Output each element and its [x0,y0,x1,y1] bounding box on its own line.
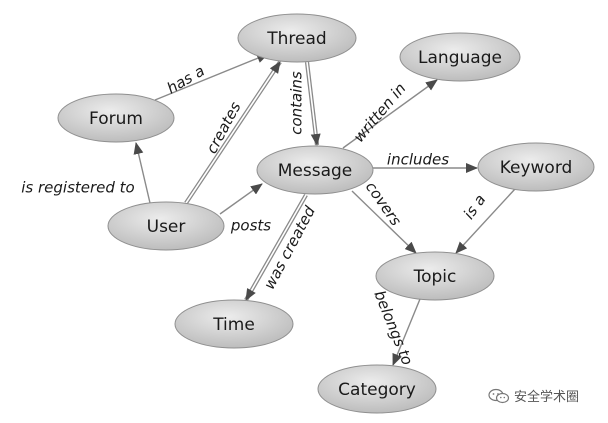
edge-arrow [154,53,269,101]
node-keyword: Keyword [477,142,595,192]
edge-label-thread-message: contains [288,71,306,135]
edge-message-time [244,193,308,302]
edge-label-user-forum: is registered to [21,179,135,197]
node-label-message: Message [278,161,353,181]
edge-line-inner [306,61,318,146]
edge-arrow [133,142,151,204]
edges-layer [133,53,516,366]
node-ellipse [477,142,595,192]
node-message: Message [256,145,374,195]
edge-message-language [342,79,438,149]
node-forum: Forum [57,93,175,143]
node-language: Language [399,32,521,82]
watermark-text: 安全学术圈 [514,390,580,405]
wechat-logo-icon [488,388,510,403]
edge-label-message-keyword: includes [387,151,449,169]
edge-keyword-topic [455,188,516,254]
node-ellipse [317,364,437,414]
edge-label-forum-thread: has a [164,62,208,98]
node-label-forum: Forum [89,109,143,129]
edge-arrow [392,298,421,366]
node-time: Time [174,299,294,349]
edge-thread-message [304,61,321,146]
node-ellipse [256,145,374,195]
node-category: Category [317,364,437,414]
node-ellipse [57,93,175,143]
edge-label-user-message: posts [230,217,271,235]
edge-forum-thread [154,53,269,101]
node-ellipse [174,299,294,349]
edge-arrow [351,190,417,254]
edge-user-message [219,183,263,215]
edge-line-inner [245,194,307,301]
node-ellipse [237,13,357,63]
node-label-time: Time [212,315,255,335]
node-user: User [107,201,225,251]
watermark: 安全学术圈 [488,386,579,405]
edge-arrow [342,79,438,149]
edge-user-forum [133,142,151,204]
edge-arrow [219,183,263,215]
edge-user-thread [184,60,282,205]
edge-arrow [310,133,321,146]
node-thread: Thread [237,13,357,63]
edge-topic-category [392,298,421,366]
edge-message-topic [351,190,417,254]
edge-label-topic-category: belongs to [370,288,416,368]
node-label-keyword: Keyword [500,158,573,178]
edge-label-keyword-topic: is a [460,191,490,223]
node-label-user: User [147,217,186,237]
node-topic: Topic [375,251,495,301]
node-label-topic: Topic [413,267,457,287]
node-label-category: Category [338,380,416,400]
node-ellipse [399,32,521,82]
edge-label-message-language: written in [350,79,410,145]
edge-arrow [455,188,516,254]
node-label-thread: Thread [266,29,326,49]
node-label-language: Language [418,48,502,68]
node-ellipse [107,201,225,251]
edge-line-inner [185,61,281,204]
node-ellipse [375,251,495,301]
